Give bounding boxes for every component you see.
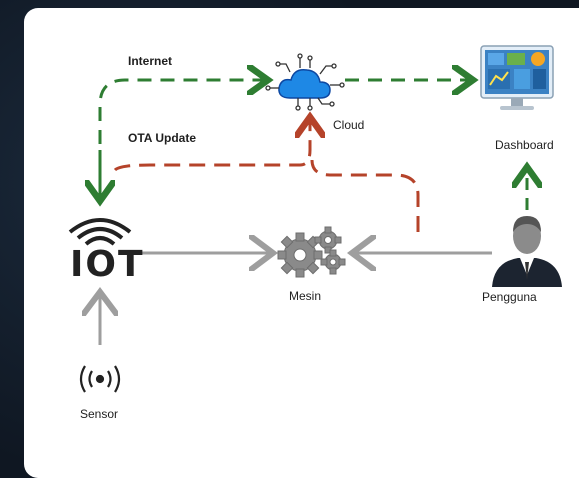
cloud-icon — [265, 53, 345, 111]
sensor-icon — [79, 365, 121, 393]
user-ota-arrow — [310, 159, 420, 232]
ota-update-label: OTA Update — [128, 131, 196, 145]
iot-wifi-icon — [68, 218, 132, 246]
user-icon — [492, 216, 562, 287]
internet-arrow — [98, 80, 265, 190]
pengguna-label: Pengguna — [482, 290, 537, 304]
iot-label: IOT — [70, 244, 145, 285]
diagram-canvas — [68, 45, 562, 393]
dashboard-label: Dashboard — [495, 138, 554, 152]
sensor-label: Sensor — [80, 407, 119, 421]
dashboard-monitor-icon — [480, 45, 554, 110]
gears-icon — [277, 226, 346, 278]
ota-update-arrow — [113, 120, 310, 172]
internet-label: Internet — [128, 54, 173, 68]
mesin-label: Mesin — [289, 289, 322, 303]
cloud-label: Cloud — [333, 118, 365, 132]
